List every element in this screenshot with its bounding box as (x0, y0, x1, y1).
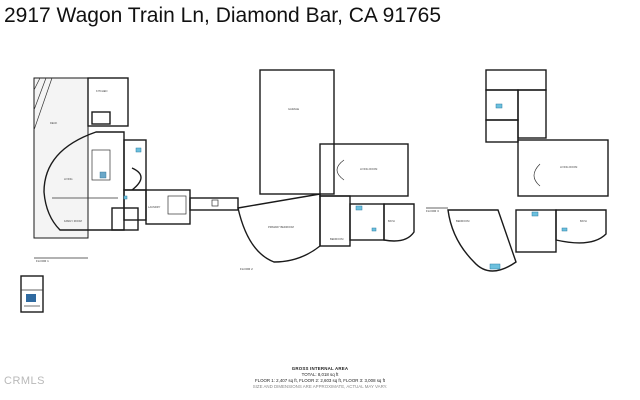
floor-1-label: FLOOR 1 (36, 259, 49, 263)
area-summary: GROSS INTERNAL AREA TOTAL: 8,018 sq ft F… (200, 366, 440, 390)
area-floors: FLOOR 1: 2,407 sq ft, FLOOR 2: 2,603 sq … (254, 378, 386, 383)
room-label-bath-2: BATH (388, 219, 395, 223)
floor-3-plan: BEDROOM LIVING ROOM BATH FLOOR 3 (426, 69, 609, 272)
area-total: TOTAL: 8,018 sq ft (301, 372, 339, 377)
floor-3-label: FLOOR 3 (426, 209, 439, 213)
room-label-kitchen: KITCHEN (96, 89, 108, 93)
room-label-bedroom-3: BEDROOM (456, 219, 469, 223)
stair-inset (20, 275, 44, 313)
living-area (43, 131, 125, 231)
floor-2-label: FLOOR 2 (240, 267, 253, 271)
room-label-garage: GARAGE (288, 107, 299, 111)
room-label-family: FAMILY ROOM (64, 219, 82, 223)
crmls-watermark: CRMLS (4, 375, 46, 387)
floor-2-plan: GARAGE PRIMARY BEDROOM LIVING ROOM BEDRO… (237, 69, 415, 271)
room-label-living-3: LIVING ROOM (560, 165, 577, 169)
room-label-bath-3: BATH (580, 219, 587, 223)
room-label-bedroom-2: BEDROOM (330, 237, 343, 241)
room-label-laundry: LAUNDRY (148, 205, 161, 209)
floor-1-plan: DECK KITCHEN LIVING FAMILY ROOM LAUNDRY … (33, 77, 239, 263)
area-disclaimer: SIZE AND DIMENSIONS ARE APPROXIMATE, ACT… (252, 384, 388, 389)
room-label-deck: DECK (50, 121, 57, 125)
room-label-living: LIVING (64, 177, 73, 181)
area-heading: GROSS INTERNAL AREA (291, 366, 349, 371)
room-label-living-room: LIVING ROOM (360, 167, 377, 171)
listing-address-title: 2917 Wagon Train Ln, Diamond Bar, CA 917… (4, 4, 442, 27)
room-label-primary: PRIMARY BEDROOM (268, 225, 294, 229)
deck-area (33, 77, 89, 239)
garage-area (259, 69, 335, 195)
